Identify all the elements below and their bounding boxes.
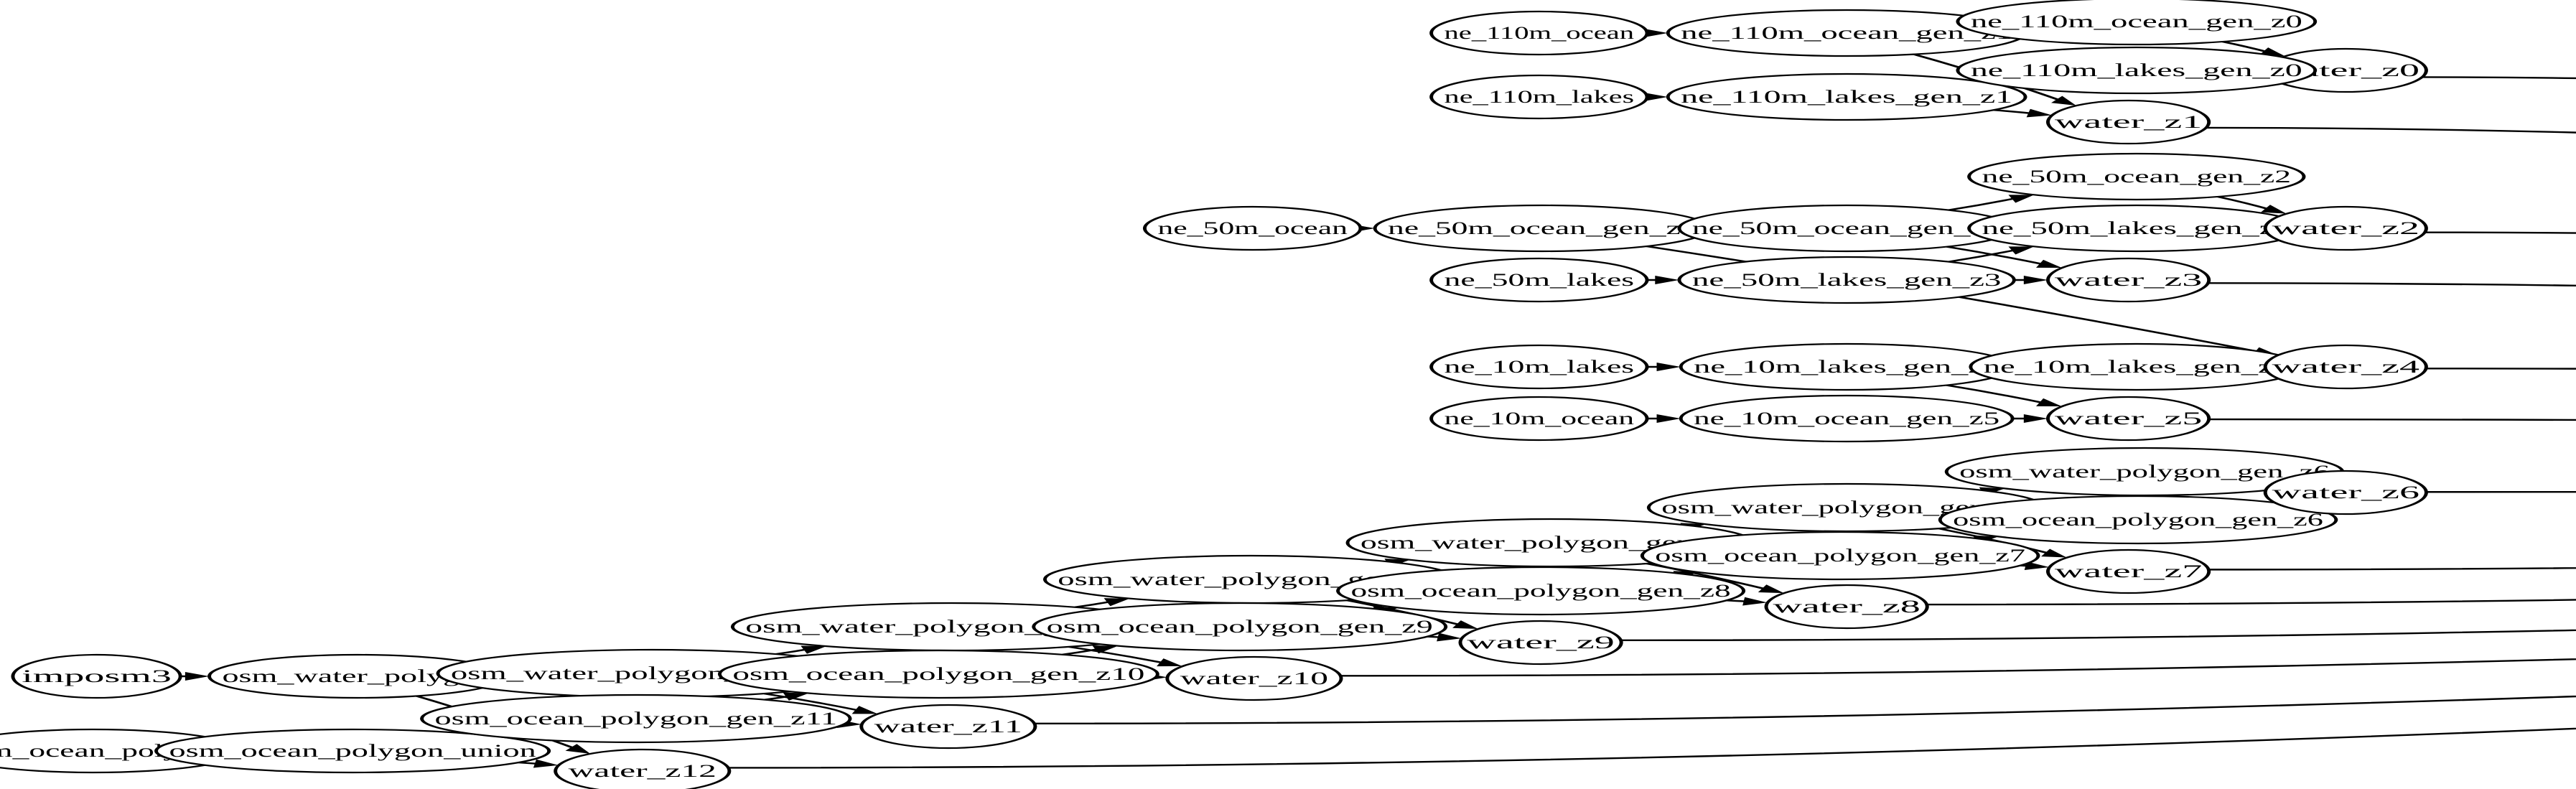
node-label: water_z6 bbox=[2272, 482, 2419, 503]
node-label: water_z1 bbox=[2055, 112, 2202, 132]
node-label: osm_ocean_polygon_union bbox=[169, 741, 536, 761]
node-osm_water_polygon_gen_z6[interactable]: osm_water_polygon_gen_z6 bbox=[1944, 447, 2345, 497]
node-water_z3[interactable]: water_z3 bbox=[2045, 257, 2211, 303]
node-ne_10m_ocean_gen_z5[interactable]: ne_10m_ocean_gen_z5 bbox=[1679, 394, 2015, 443]
nodes-layer: imposm3osm_water_polygonosm_ocean_polygo… bbox=[0, 0, 2428, 789]
node-ne_50m_ocean_gen_z4[interactable]: ne_50m_ocean_gen_z4 bbox=[1373, 204, 1712, 253]
node-ne_10m_lakes_gen_z4[interactable]: ne_10m_lakes_gen_z4 bbox=[1969, 342, 2305, 391]
node-osm_ocean_polygon_gen_z9[interactable]: osm_ocean_polygon_gen_z9 bbox=[1032, 602, 1448, 652]
node-label: imposm3 bbox=[22, 666, 172, 686]
node-water_z5[interactable]: water_z5 bbox=[2045, 396, 2211, 442]
node-label: osm_water_polygon_gen_z6 bbox=[1959, 462, 2330, 482]
node-label: water_z2 bbox=[2272, 218, 2419, 238]
node-label: ne_10m_lakes_gen_z4 bbox=[1984, 357, 2290, 377]
node-label: ne_10m_ocean bbox=[1445, 408, 1635, 429]
node-label: ne_50m_ocean bbox=[1157, 218, 1348, 238]
node-label: ne_50m_lakes_gen_z2 bbox=[1982, 218, 2292, 238]
node-osm_ocean_polygon_union[interactable]: osm_ocean_polygon_union bbox=[154, 728, 551, 774]
node-label: ne_50m_ocean_gen_z2 bbox=[1982, 167, 2292, 187]
node-ne_110m_ocean_gen_z1[interactable]: ne_110m_ocean_gen_z1 bbox=[1666, 9, 2027, 57]
node-label: water_z11 bbox=[874, 716, 1022, 737]
node-label: water_z10 bbox=[1180, 668, 1328, 688]
node-water_z1[interactable]: water_z1 bbox=[2045, 99, 2211, 145]
node-ne_50m_lakes_gen_z3[interactable]: ne_50m_lakes_gen_z3 bbox=[1677, 256, 2016, 304]
node-ne_10m_lakes_gen_z5[interactable]: ne_10m_lakes_gen_z5 bbox=[1679, 342, 2015, 391]
node-ne_110m_lakes_gen_z0[interactable]: ne_110m_lakes_gen_z0 bbox=[1956, 46, 2318, 95]
node-water_z11[interactable]: water_z11 bbox=[859, 704, 1037, 750]
node-label: ne_110m_lakes_gen_z0 bbox=[1971, 60, 2302, 80]
node-label: ne_110m_lakes bbox=[1445, 87, 1635, 107]
node-ne_10m_lakes[interactable]: ne_10m_lakes bbox=[1429, 344, 1649, 390]
node-ne_110m_ocean_gen_z0[interactable]: ne_110m_ocean_gen_z0 bbox=[1956, 0, 2318, 46]
node-water_z10[interactable]: water_z10 bbox=[1165, 655, 1343, 701]
node-label: ne_10m_lakes bbox=[1445, 357, 1635, 377]
node-water_z9[interactable]: water_z9 bbox=[1458, 620, 1623, 666]
node-water_z8[interactable]: water_z8 bbox=[1764, 584, 1929, 630]
node-ne_10m_ocean[interactable]: ne_10m_ocean bbox=[1429, 396, 1649, 442]
node-ne_110m_lakes[interactable]: ne_110m_lakes bbox=[1429, 74, 1649, 120]
node-label: water_z12 bbox=[569, 761, 717, 781]
node-label: ne_110m_ocean_gen_z0 bbox=[1971, 11, 2302, 32]
node-osm_ocean_polygon_gen_z7[interactable]: osm_ocean_polygon_gen_z7 bbox=[1640, 531, 2040, 581]
node-label: ne_10m_ocean_gen_z5 bbox=[1694, 408, 1999, 429]
node-label: water_z5 bbox=[2055, 408, 2202, 429]
node-label: osm_ocean_polygon_gen_z10 bbox=[732, 664, 1144, 684]
node-label: ne_50m_ocean_gen_z4 bbox=[1388, 218, 1697, 238]
node-label: water_z7 bbox=[2055, 561, 2202, 582]
node-ne_50m_lakes[interactable]: ne_50m_lakes bbox=[1429, 257, 1649, 303]
node-water_z2[interactable]: water_z2 bbox=[2263, 205, 2428, 251]
node-label: ne_110m_ocean bbox=[1445, 23, 1635, 43]
node-label: ne_110m_lakes_gen_z1 bbox=[1681, 87, 2012, 107]
node-label: water_z9 bbox=[1467, 632, 1614, 653]
node-ne_50m_lakes_gen_z2[interactable]: ne_50m_lakes_gen_z2 bbox=[1967, 204, 2306, 253]
node-ne_110m_ocean[interactable]: ne_110m_ocean bbox=[1429, 10, 1649, 56]
node-label: osm_ocean_polygon_gen_z7 bbox=[1655, 546, 2025, 566]
node-water_z6[interactable]: water_z6 bbox=[2263, 470, 2428, 515]
node-osm_ocean_polygon_gen_z10[interactable]: osm_ocean_polygon_gen_z10 bbox=[717, 649, 1159, 699]
node-ne_50m_ocean_gen_z2[interactable]: ne_50m_ocean_gen_z2 bbox=[1967, 152, 2306, 201]
node-label: ne_50m_lakes_gen_z3 bbox=[1692, 270, 2002, 290]
node-ne_110m_lakes_gen_z1[interactable]: ne_110m_lakes_gen_z1 bbox=[1666, 73, 2027, 121]
node-imposm3[interactable]: imposm3 bbox=[11, 653, 182, 699]
node-label: ne_110m_ocean_gen_z1 bbox=[1681, 23, 2012, 43]
node-label: water_z3 bbox=[2055, 270, 2202, 290]
node-osm_ocean_polygon_gen_z11[interactable]: osm_ocean_polygon_gen_z11 bbox=[420, 694, 852, 744]
node-label: water_z8 bbox=[1773, 597, 1920, 617]
node-label: ne_50m_lakes bbox=[1445, 270, 1635, 290]
node-water_z12[interactable]: water_z12 bbox=[554, 748, 732, 789]
node-water_z4[interactable]: water_z4 bbox=[2263, 344, 2428, 390]
node-ne_50m_ocean_gen_z3[interactable]: ne_50m_ocean_gen_z3 bbox=[1677, 204, 2016, 253]
node-label: osm_ocean_polygon_gen_z9 bbox=[1047, 617, 1433, 637]
node-label: osm_ocean_polygon_gen_z8 bbox=[1350, 581, 1730, 601]
node-ne_50m_ocean[interactable]: ne_50m_ocean bbox=[1142, 205, 1363, 251]
node-label: osm_ocean_polygon_gen_z6 bbox=[1953, 510, 2323, 530]
node-label: ne_50m_ocean_gen_z3 bbox=[1692, 218, 2002, 238]
node-label: water_z4 bbox=[2272, 357, 2420, 377]
node-osm_ocean_polygon_gen_z8[interactable]: osm_ocean_polygon_gen_z8 bbox=[1336, 566, 1746, 616]
node-label: ne_10m_lakes_gen_z5 bbox=[1694, 357, 1999, 377]
node-water_z7[interactable]: water_z7 bbox=[2045, 548, 2211, 594]
node-osm_ocean_polygon_gen_z6[interactable]: osm_ocean_polygon_gen_z6 bbox=[1938, 495, 2338, 545]
node-label: osm_ocean_polygon_gen_z11 bbox=[434, 709, 837, 729]
